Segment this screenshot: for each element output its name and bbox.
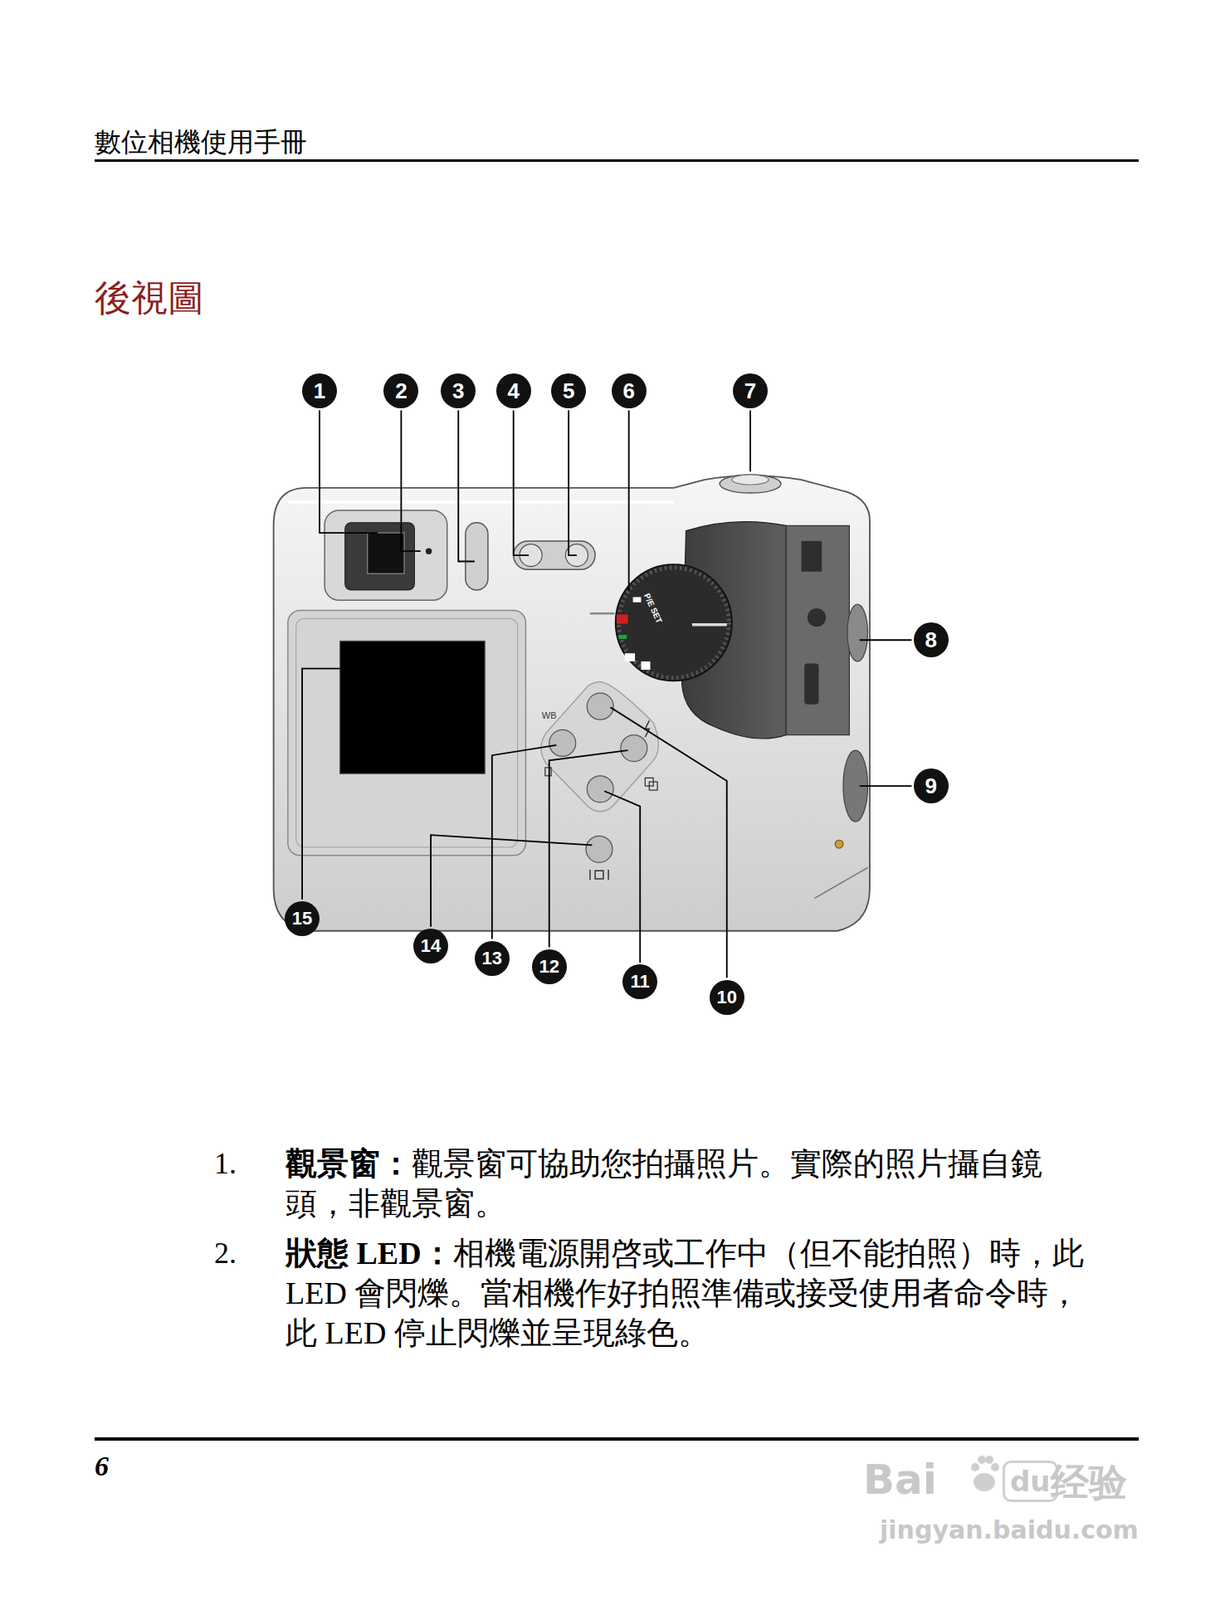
paw-pad [973, 1473, 996, 1492]
mode-dial [615, 564, 733, 681]
viewfinder-glass [367, 532, 405, 574]
callout-number: 14 [413, 928, 449, 964]
viewfinder-housing [324, 510, 448, 601]
dial-mark [616, 614, 629, 624]
callout-number: 8 [913, 622, 949, 658]
lcd-bezel [287, 610, 527, 856]
header-rule [94, 159, 1139, 162]
callout-number: 12 [531, 949, 567, 985]
body-highlight [287, 500, 674, 504]
term: 觀景窗： [285, 1146, 412, 1182]
list-number: 2. [214, 1233, 237, 1274]
callout-number: 1 [302, 373, 337, 409]
paw-toe [977, 1455, 986, 1465]
page-number: 6 [94, 1450, 109, 1483]
shutter-top [732, 474, 769, 485]
leader-line [859, 785, 913, 787]
screw [834, 839, 844, 849]
dpad-plate [541, 682, 659, 812]
leader-line [628, 409, 630, 590]
footer-rule [94, 1437, 1139, 1441]
camera-body [273, 475, 870, 932]
leader-line [749, 409, 752, 472]
list-item: 狀態 LED：相機電源開啓或工作中（但不能拍照）時，此 LED 會閃爍。當相機作… [285, 1233, 1091, 1353]
watermark: 经验 [1050, 1457, 1128, 1509]
camera-back [273, 409, 913, 978]
watermark: du [1002, 1460, 1059, 1503]
display-icon [590, 869, 609, 880]
shutter-button [719, 474, 781, 493]
leader-line [610, 707, 728, 978]
leader-line [604, 790, 640, 963]
callout-number: 15 [284, 901, 320, 937]
callout-number: 5 [551, 373, 586, 409]
paw-toe [985, 1455, 994, 1465]
callout-number: 2 [383, 373, 419, 409]
leader-line [400, 409, 420, 552]
lcd-frame [296, 618, 518, 848]
paw-toe [971, 1463, 980, 1472]
callout-number: 13 [474, 941, 510, 977]
dial-knurl [618, 567, 729, 679]
leader-lines [302, 409, 912, 978]
side-panel [785, 525, 850, 735]
port [807, 608, 826, 627]
leader-line [430, 834, 592, 928]
running-header: 數位相機使用手冊 [94, 124, 308, 162]
strap-lug [847, 604, 869, 662]
callout-number: 3 [440, 373, 476, 409]
leader-line [319, 409, 378, 533]
list-item: 觀景窗：觀景窗可協助您拍攝照片。實際的照片攝自鏡頭，非觀景窗。 [285, 1143, 1091, 1224]
leader-line [513, 409, 529, 556]
button [586, 693, 614, 720]
button-marking: WB [541, 710, 557, 721]
button [549, 729, 576, 757]
lcd-screen [340, 640, 486, 774]
dial-mark [618, 634, 627, 640]
trash-icon [545, 767, 552, 776]
callout-number: 10 [709, 980, 745, 1016]
leader-line [549, 750, 629, 947]
list-number: 1. [214, 1143, 237, 1184]
side-button [465, 522, 489, 591]
callout-number: 9 [913, 768, 949, 804]
watermark: jingyan.baidu.com [879, 1515, 1139, 1545]
battery-flap [815, 868, 869, 899]
mode-icon [644, 777, 658, 791]
callout-number: 6 [611, 373, 647, 409]
callout-number: 11 [622, 964, 658, 1000]
port [801, 541, 823, 572]
page-title: 後視圖 [94, 273, 205, 323]
status-led [425, 548, 432, 555]
button [586, 775, 614, 803]
leader-line [859, 639, 913, 641]
leader-line [568, 409, 577, 556]
watermark: Bai [863, 1455, 938, 1504]
watermark-paw [971, 1455, 1000, 1492]
dial-index [590, 612, 615, 615]
port [804, 663, 819, 705]
callout-number: 4 [496, 373, 532, 409]
callout-number: 7 [732, 373, 768, 409]
term: 狀態 LED： [285, 1235, 454, 1271]
dial-pointer [692, 623, 728, 627]
button [620, 735, 648, 762]
button [585, 835, 613, 863]
paw-toe [990, 1463, 1000, 1472]
leader-line [458, 409, 475, 562]
dial-icons [624, 597, 651, 670]
leader-line [302, 668, 341, 900]
